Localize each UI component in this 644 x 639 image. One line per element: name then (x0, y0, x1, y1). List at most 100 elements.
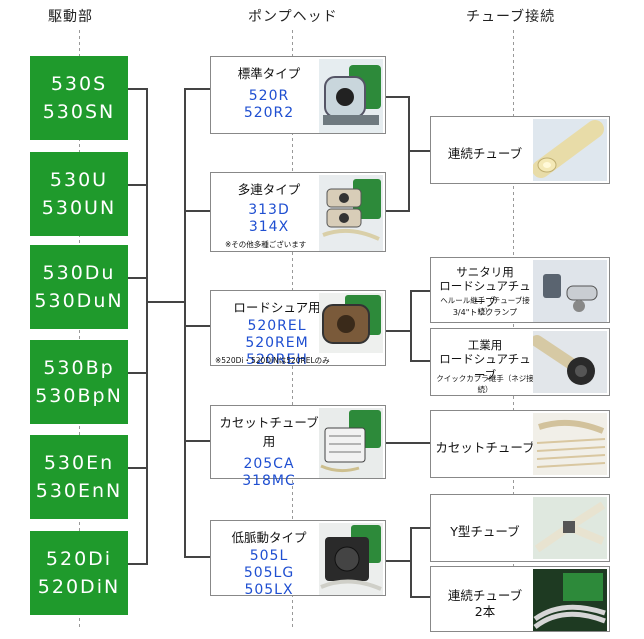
connector (184, 88, 186, 557)
tube-box: 工業用 ロードシュアチューブ クイックカプラ継手（ネジ接続） (430, 328, 610, 396)
guide-line-drive (79, 30, 80, 630)
drive-model: 530S (50, 73, 108, 95)
pump-head-box: 低脈動タイプ 505L 505LG 505LX (210, 520, 386, 598)
connector (128, 467, 146, 469)
connector (410, 360, 430, 362)
pump-head-model: 318MC (242, 473, 296, 489)
connector (146, 301, 184, 303)
tube-sublabel: ヘルール継手（チューブ接続） (440, 296, 530, 316)
pump-head-model: 520REL (247, 318, 307, 334)
pump-head-box: カセットチューブ用 205CA 318MC (210, 405, 386, 489)
pump-head-name: 標準タイプ (237, 66, 301, 81)
tube-label: ロードシュアチューブ (439, 352, 531, 382)
pump-head-box: 標準タイプ 520R 520R2 (210, 56, 386, 134)
tube-box: Y型チューブ (430, 494, 610, 562)
pump-head-model: 205CA (243, 456, 295, 472)
header-tube-connection: チューブ接続 (466, 9, 556, 25)
pump-head-name: 低脈動タイプ (231, 530, 307, 545)
tube-label: 2本 (474, 604, 496, 619)
drive-model: 520Di (45, 548, 113, 570)
tube-sublabel: クイックカプラ継手（ネジ接続） (436, 374, 534, 394)
connector (386, 210, 408, 212)
pump-head-name: ロードシュア用 (233, 300, 321, 315)
drive-box: 520Di 520DiN (30, 531, 128, 615)
pump-head-image (319, 523, 383, 595)
drive-model: 530EnN (35, 480, 123, 502)
tube-image (533, 497, 607, 559)
connector (410, 290, 430, 292)
connector (146, 88, 148, 565)
drive-box: 530Du 530DuN (30, 245, 128, 329)
drive-box: 530S 530SN (30, 56, 128, 140)
drive-box: 530En 530EnN (30, 435, 128, 519)
pump-head-image (319, 293, 383, 353)
connector (128, 372, 146, 374)
tube-box: サニタリ用 ロードシュアチューブ ヘルール継手（チューブ接続） 3/4"トリクラ… (430, 257, 610, 323)
pump-head-note: ※520Di・520DiNは520RELのみ (215, 356, 330, 365)
tube-box: カセットチューブ (430, 410, 610, 478)
pump-head-model: 520R2 (243, 105, 295, 121)
connector (410, 527, 412, 598)
header-drive: 駆動部 (48, 9, 93, 25)
connector (128, 184, 146, 186)
tube-image (533, 331, 607, 393)
pump-head-name: カセットチューブ用 (219, 415, 319, 449)
tube-box: 連続チューブ (430, 116, 610, 184)
drive-model: 530UN (41, 197, 117, 219)
tube-box: 連続チューブ 2本 (430, 566, 610, 632)
tube-image (533, 569, 607, 631)
tube-image (533, 260, 607, 322)
connector (408, 150, 430, 152)
tube-sublabel: 3/4"トリクランプ (452, 308, 518, 317)
connector (184, 210, 210, 212)
connector (386, 442, 430, 444)
connector (408, 96, 410, 212)
connector (128, 88, 146, 90)
drive-box: 530U 530UN (30, 152, 128, 236)
connector (386, 96, 408, 98)
connector (184, 88, 210, 90)
drive-model: 530Bp (43, 357, 115, 379)
connector (184, 440, 210, 442)
drive-model: 530SN (42, 101, 116, 123)
connector (128, 563, 146, 565)
connector (410, 290, 412, 362)
drive-model: 530DuN (34, 290, 124, 312)
connector (386, 330, 410, 332)
connector (128, 277, 146, 279)
pump-head-model: 505L (249, 548, 289, 564)
pump-head-model: 505LX (244, 582, 294, 598)
connector (410, 596, 430, 598)
drive-model: 530Du (42, 262, 116, 284)
drive-box: 530Bp 530BpN (30, 340, 128, 424)
tube-label: Y型チューブ (450, 524, 520, 539)
pump-head-image (319, 59, 383, 133)
pump-head-image (319, 175, 383, 251)
pump-head-model: 313D (248, 202, 290, 218)
drive-model: 530U (49, 169, 109, 191)
drive-model: 530BpN (35, 385, 123, 407)
drive-model: 530En (43, 452, 115, 474)
header-pump-head: ポンプヘッド (248, 9, 338, 25)
pump-head-model: 520REH (246, 352, 308, 368)
tube-label: 工業用 (467, 338, 503, 352)
connector (184, 556, 210, 558)
pump-head-model: 520REM (245, 335, 309, 351)
tube-label: サニタリ用 (456, 265, 514, 279)
drive-model: 520DiN (37, 576, 121, 598)
pump-head-box: 多連タイプ 313D 314X ※その他多種ございます (210, 172, 386, 252)
pump-head-note: ※その他多種ございます (225, 240, 307, 249)
connector (184, 325, 210, 327)
tube-label: 連続チューブ (447, 588, 523, 603)
tube-label: 連続チューブ (447, 146, 523, 161)
pump-head-image (319, 408, 383, 478)
pump-head-model: 314X (248, 219, 290, 235)
tube-image (533, 119, 607, 181)
connector (410, 527, 430, 529)
pump-head-model: 505LG (243, 565, 295, 581)
tube-label: カセットチューブ (435, 440, 535, 455)
tube-label: ロードシュアチューブ (439, 279, 531, 309)
pump-head-model: 520R (248, 88, 290, 104)
pump-head-box: ロードシュア用 520REL 520REM 520REH ※520Di・520D… (210, 290, 386, 368)
connector (386, 560, 410, 562)
